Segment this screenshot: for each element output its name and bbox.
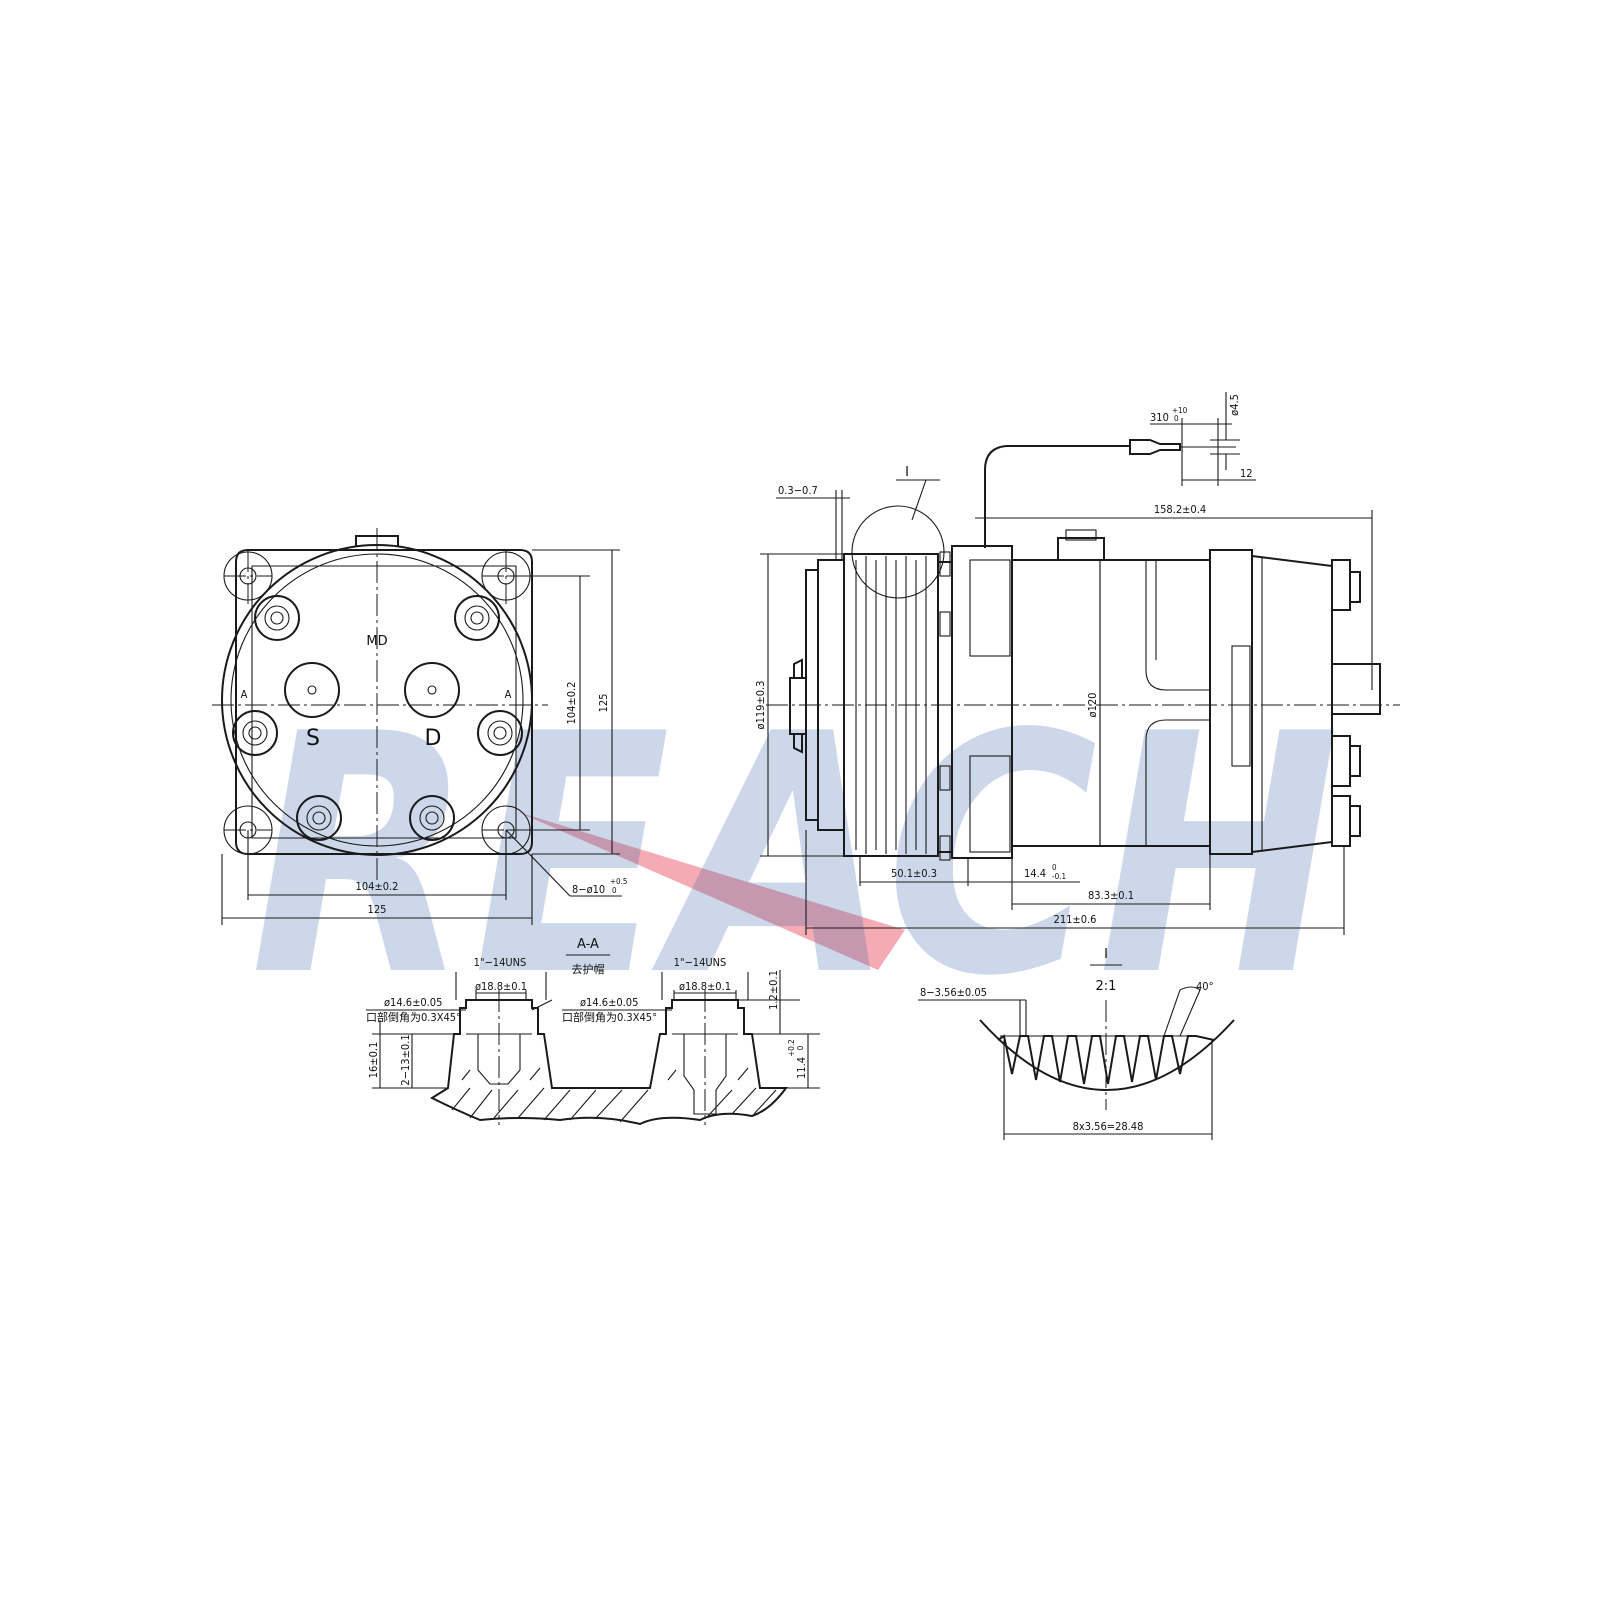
dim-right-depth-tol-low: 0 <box>796 1045 805 1050</box>
suction-port-circle <box>284 662 340 718</box>
dim-wire-length: 310 <box>1150 411 1169 424</box>
discharge-port-label: D <box>425 726 442 751</box>
right-port-inner: ø14.6±0.05 <box>580 996 638 1009</box>
section-mark-right: A <box>505 688 512 701</box>
head-bolts <box>232 595 523 841</box>
dim-wire-length-tol-low: 0 <box>1174 414 1179 423</box>
right-port-chamfer: 口部倒角为0.3X45° <box>562 1010 657 1024</box>
center-label: MD <box>366 634 387 649</box>
dim-mount-holes-tol: +0.5 <box>610 877 627 886</box>
dim-wire-length-tol: +10 <box>1172 406 1188 415</box>
detail-arc <box>979 1019 1235 1091</box>
watermark-red-accent <box>518 812 905 970</box>
dim-body-length: 83.3±0.1 <box>1088 889 1134 902</box>
detail-label: I <box>1104 947 1108 962</box>
dim-right-depth: 11.4 <box>795 1057 808 1079</box>
suction-port-label: S <box>306 726 320 751</box>
dim-width: 125 <box>368 903 387 916</box>
section-view-a-a: A-A 去护帽 1"−14UNS <box>366 937 820 1126</box>
dim-pulley-diameter: ø119±0.3 <box>754 681 767 730</box>
dim-flange-width-tol: 0 <box>1052 863 1057 872</box>
left-port-bore: ø18.8±0.1 <box>475 980 527 993</box>
front-view: MD S D A A 104±0.2 125 104±0.2 125 8−ø10… <box>212 528 627 925</box>
detail-pitch-total: 8x3.56=28.48 <box>1073 1120 1144 1133</box>
wire-terminal <box>1129 439 1181 455</box>
left-port-chamfer: 口部倒角为0.3X45° <box>366 1010 461 1024</box>
dim-mount-holes-tol-low: 0 <box>612 886 617 895</box>
dim-bolt-spacing-horizontal: 104±0.2 <box>356 880 399 893</box>
dim-bolt-spacing-vertical: 104±0.2 <box>565 682 578 725</box>
dim-mount-holes: 8−ø10 <box>572 883 605 896</box>
dim-depth-inner: 2−13±0.1 <box>399 1034 412 1085</box>
dim-clutch-gap: 0.3−0.7 <box>778 484 818 497</box>
dim-pulley-offset: 50.1±0.3 <box>891 867 937 880</box>
dim-flange-width-tol-low: -0.1 <box>1052 872 1066 881</box>
detail-scale: 2:1 <box>1096 979 1117 994</box>
right-port-bore: ø18.8±0.1 <box>679 980 731 993</box>
discharge-port-circle <box>404 662 460 718</box>
dim-overall-length: 211±0.6 <box>1054 913 1097 926</box>
dim-terminal-diameter: ø4.5 <box>1228 394 1241 416</box>
right-port-thread: 1"−14UNS <box>674 956 727 969</box>
dim-wire-exit-length: 158.2±0.4 <box>1154 503 1206 516</box>
detail-angle: 40° <box>1196 980 1214 993</box>
section-hatch <box>451 1067 777 1123</box>
dim-right-depth-tol: +0.2 <box>787 1039 796 1056</box>
left-port-thread: 1"−14UNS <box>474 956 527 969</box>
dim-terminal-length: 12 <box>1240 467 1253 480</box>
section-title: A-A <box>577 937 599 952</box>
left-port-inner: ø14.6±0.05 <box>384 996 442 1009</box>
dim-lip-height: 1.2±0.1 <box>767 970 780 1010</box>
section-subtitle: 去护帽 <box>572 962 605 976</box>
dim-depth-total: 16±0.1 <box>367 1042 380 1079</box>
section-mark-left: A <box>241 688 248 701</box>
detail-view: I 2:1 40° 8−3.56±0.05 8x3.56=28.48 <box>918 947 1235 1140</box>
detail-label-marker: I <box>905 465 909 480</box>
side-view: 310 +10 0 ø4.5 12 158.2±0.4 0.3−0.7 I <box>754 392 1400 935</box>
dim-height: 125 <box>597 694 610 713</box>
detail-groove-spec: 8−3.56±0.05 <box>920 986 987 999</box>
dim-body-diameter: ø120 <box>1086 693 1099 718</box>
dim-flange-width: 14.4 <box>1024 867 1046 880</box>
lead-wire <box>984 445 1130 548</box>
